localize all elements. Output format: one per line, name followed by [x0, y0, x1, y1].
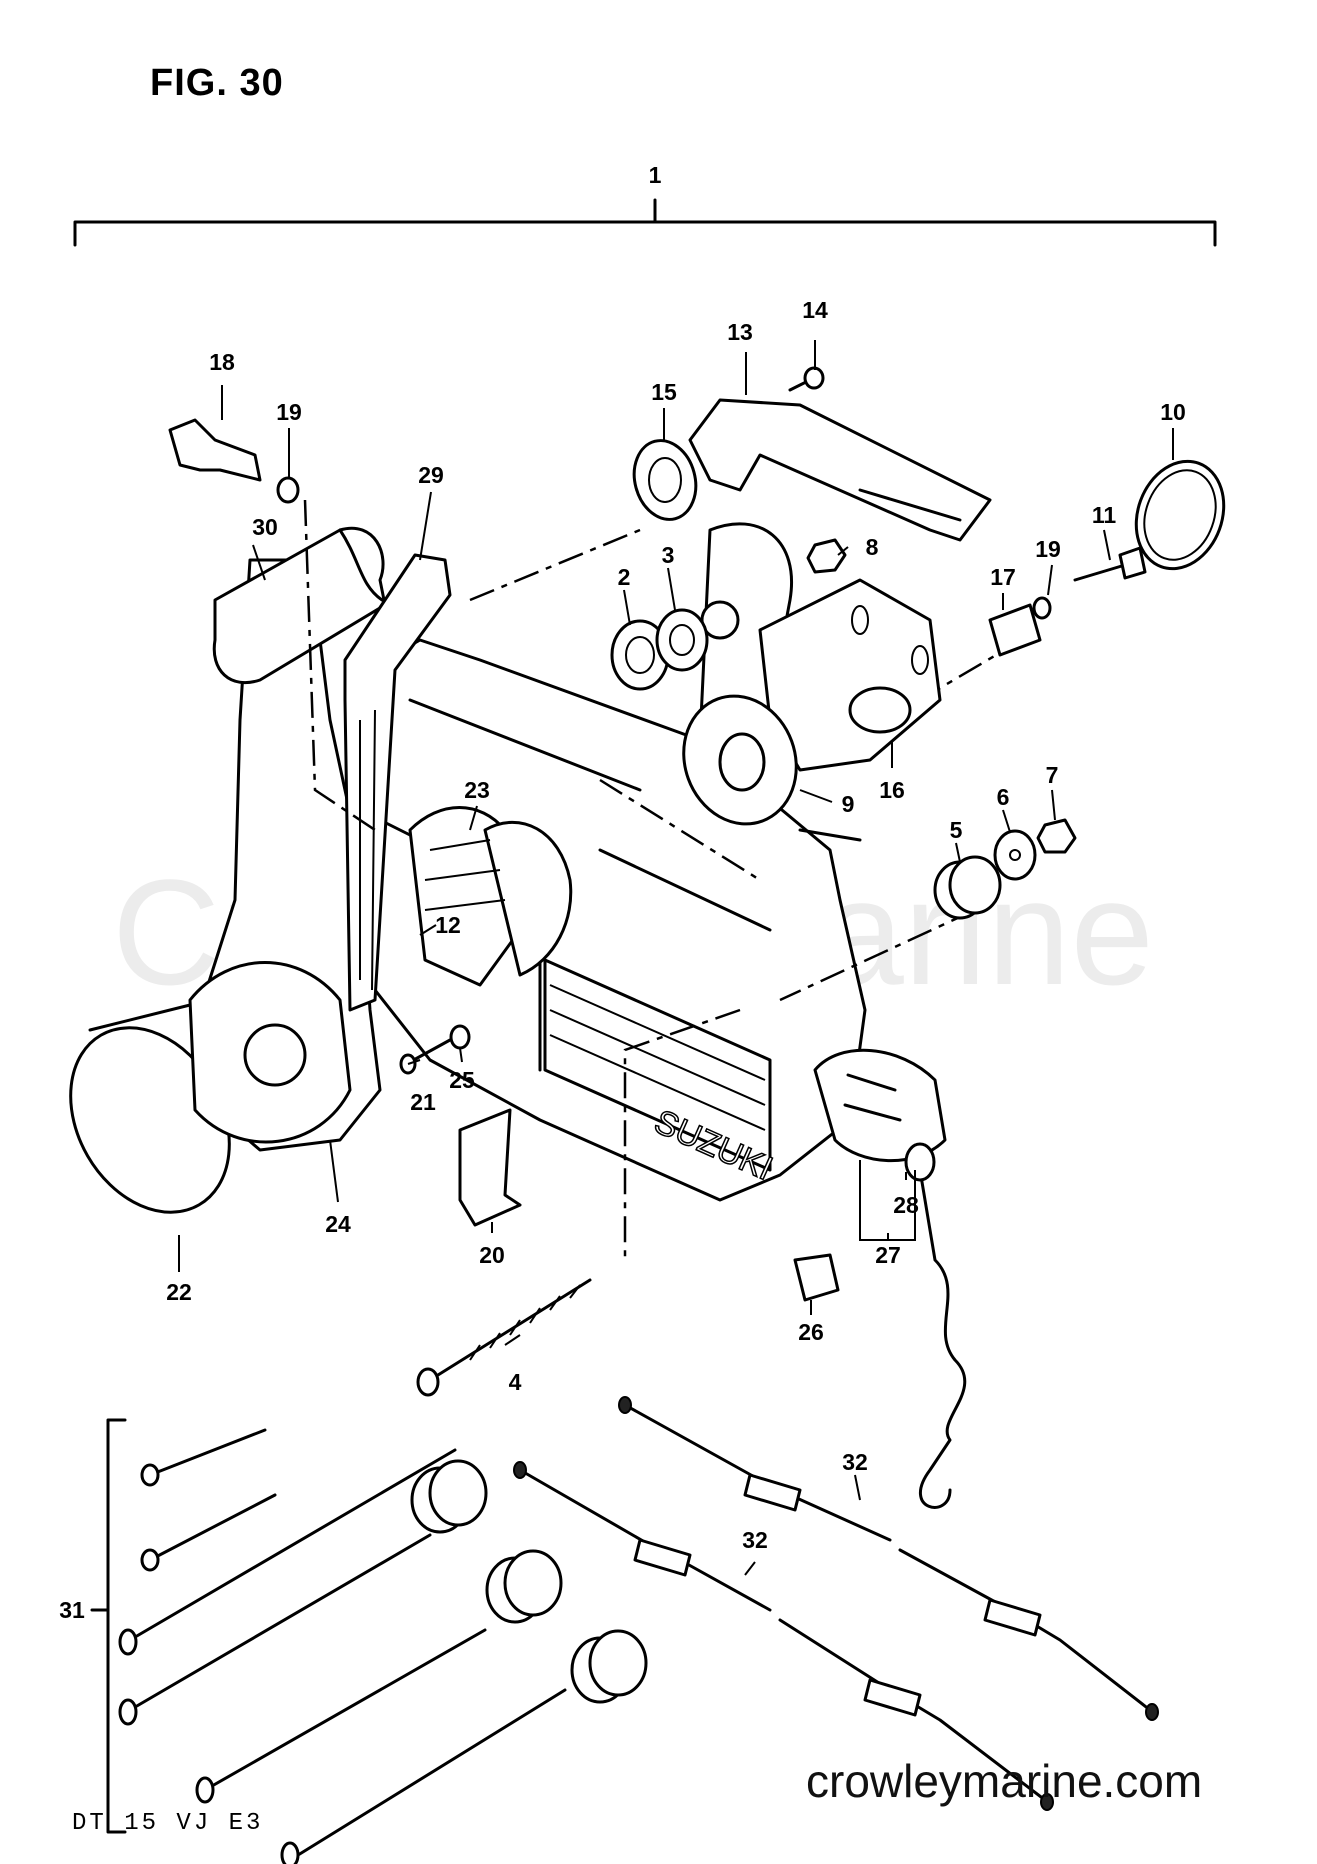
washer-6 — [993, 829, 1037, 881]
part-label-12: 12 — [435, 912, 461, 938]
part-label-23: 23 — [464, 777, 490, 803]
remote-cable-upper — [618, 1396, 1159, 1721]
part-label-10: 10 — [1160, 399, 1186, 425]
part-label-25: 25 — [449, 1067, 475, 1093]
stop-switch — [813, 1048, 967, 1509]
kit-bolt — [195, 1628, 487, 1804]
nut-7 — [1036, 818, 1077, 854]
part-label-3: 3 — [662, 542, 675, 568]
part-label-32-upper: 32 — [842, 1449, 868, 1475]
grip-handle — [212, 526, 387, 685]
assembly-line — [779, 908, 976, 1002]
part-label-11: 11 — [1092, 502, 1117, 528]
bolt-11 — [1073, 546, 1147, 582]
washer-19b — [1032, 596, 1052, 620]
rear-plate — [188, 961, 352, 1144]
bushing-3 — [655, 608, 709, 672]
part-label-17: 17 — [990, 564, 1016, 590]
part-labels: 1 2 3 4 5 6 7 8 9 10 11 12 13 14 15 16 1… — [59, 162, 1186, 1623]
bolt-18 — [168, 418, 262, 482]
part-label-26: 26 — [798, 1319, 824, 1345]
bush-26 — [793, 1253, 840, 1302]
kit-screw — [140, 1428, 267, 1487]
leader-lines — [178, 340, 1174, 1576]
part-label-6: 6 — [997, 784, 1010, 810]
kit-screw — [140, 1493, 277, 1572]
kit-collar — [410, 1459, 488, 1534]
long-bolt-4 — [416, 1278, 592, 1397]
throttle-arm-13 — [688, 398, 992, 542]
assembly-bracket — [73, 198, 1217, 247]
part-label-1: 1 — [649, 162, 662, 188]
washer-19a — [276, 476, 300, 504]
part-label-20: 20 — [479, 1242, 505, 1268]
part-label-18: 18 — [209, 349, 235, 375]
kit-bolt — [280, 1688, 567, 1864]
kit-bolt — [118, 1533, 432, 1726]
bushing-15 — [632, 439, 698, 521]
nut-8 — [806, 538, 847, 574]
part-label-29: 29 — [418, 462, 444, 488]
clip-10 — [1134, 459, 1226, 571]
part-label-22: 22 — [166, 1279, 192, 1305]
part-label-15: 15 — [651, 379, 677, 405]
part-label-28: 28 — [893, 1192, 919, 1218]
assembly-line — [599, 778, 761, 882]
throttle-friction-assembly — [408, 806, 573, 987]
part-label-31: 31 — [59, 1597, 85, 1623]
part-label-9: 9 — [842, 791, 855, 817]
assembly-line — [469, 528, 641, 602]
part-label-2: 2 — [618, 564, 631, 590]
part-label-16: 16 — [879, 777, 905, 803]
kit-bracket-31 — [90, 1418, 127, 1834]
model-code: DT 15 VJ E3 — [72, 1810, 264, 1837]
kit-bolt — [118, 1448, 457, 1656]
part-label-19-upper-left: 19 — [276, 399, 302, 425]
assembly-line — [623, 1008, 741, 1260]
part-label-5: 5 — [950, 817, 963, 843]
assembly-line — [303, 499, 376, 832]
part-label-21: 21 — [410, 1089, 436, 1115]
neutral-lock-lever — [343, 553, 452, 1012]
part-label-30: 30 — [252, 514, 278, 540]
small-bracket — [458, 1108, 522, 1227]
part-label-27: 27 — [875, 1242, 901, 1268]
part-label-7: 7 — [1046, 762, 1059, 788]
washer-9 — [682, 694, 798, 826]
part-label-32-lower: 32 — [742, 1527, 768, 1553]
remote-cable-lower — [513, 1461, 1054, 1811]
part-label-13: 13 — [727, 319, 753, 345]
part-label-24: 24 — [325, 1211, 351, 1237]
website-url: crowleymarine.com — [806, 1755, 1203, 1807]
part-label-19-right: 19 — [1035, 536, 1061, 562]
figure-title: FIG. 30 — [150, 62, 284, 104]
part-label-4: 4 — [509, 1369, 522, 1395]
screw-14 — [788, 366, 825, 392]
collar-5 — [933, 855, 1002, 920]
kit-collar — [570, 1629, 648, 1704]
kit-collar — [485, 1549, 563, 1624]
part-label-14: 14 — [802, 297, 828, 323]
washer-25 — [449, 1024, 471, 1050]
nut-17 — [988, 603, 1042, 657]
screw-21 — [399, 1038, 452, 1075]
part-label-8: 8 — [866, 534, 879, 560]
